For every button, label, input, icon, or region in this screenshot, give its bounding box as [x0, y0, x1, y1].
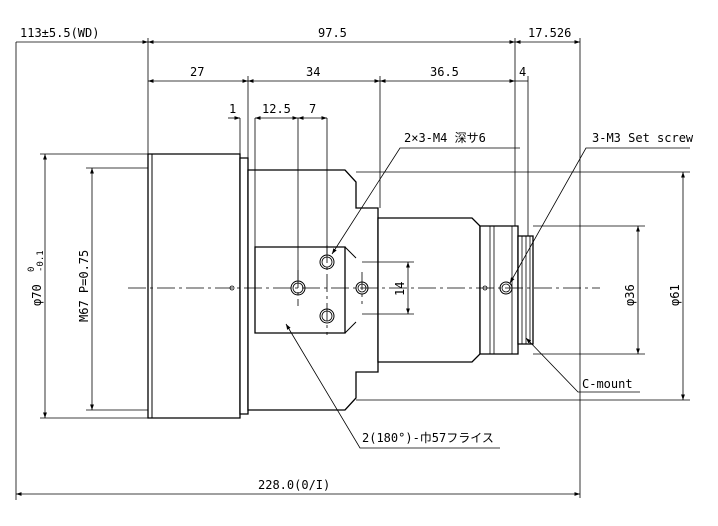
leaders: [285, 147, 690, 449]
dim-228: 228.0(0/I): [258, 478, 330, 492]
dim-dia70: φ70: [30, 284, 44, 306]
dim-34: 34: [306, 65, 320, 79]
dim-4: 4: [519, 65, 526, 79]
extension-lines: [15, 38, 690, 500]
mount-collar: [479, 225, 519, 355]
dim-m67: M67 P=0.75: [77, 250, 91, 322]
dim-17-526: 17.526: [528, 26, 571, 40]
dim-wd: 113±5.5(WD): [20, 26, 99, 40]
dim-1: 1: [229, 102, 236, 116]
callout-labels: 2×3-M4 深サ6 3-M3 Set screw C-mount 2(180°…: [362, 131, 694, 445]
dim-dia36: φ36: [623, 284, 637, 306]
dim-36-5: 36.5: [430, 65, 459, 79]
c-mount-thread: [517, 235, 534, 345]
front-barrel: [147, 153, 241, 419]
dim-dia70-tol-upper: 0: [27, 267, 37, 272]
lens-body: [147, 153, 534, 419]
label-set-screw: 3-M3 Set screw: [592, 131, 694, 145]
dim-14: 14: [393, 282, 407, 296]
dimension-lines: [16, 40, 685, 496]
label-milled-flats: 2(180°)-巾57フライス: [362, 431, 494, 445]
dim-dia61: φ61: [668, 284, 682, 306]
dim-27: 27: [190, 65, 204, 79]
dim-dia70-tol-lower: -0.1: [36, 250, 46, 272]
dimension-text: 113±5.5(WD) 97.5 17.526 27 34 36.5 4 1 1…: [20, 26, 682, 492]
dim-7: 7: [309, 102, 316, 116]
label-tapped-holes: 2×3-M4 深サ6: [404, 131, 486, 145]
dim-12-5: 12.5: [262, 102, 291, 116]
label-c-mount: C-mount: [582, 377, 633, 391]
dim-97-5: 97.5: [318, 26, 347, 40]
step-ring: [239, 157, 249, 415]
